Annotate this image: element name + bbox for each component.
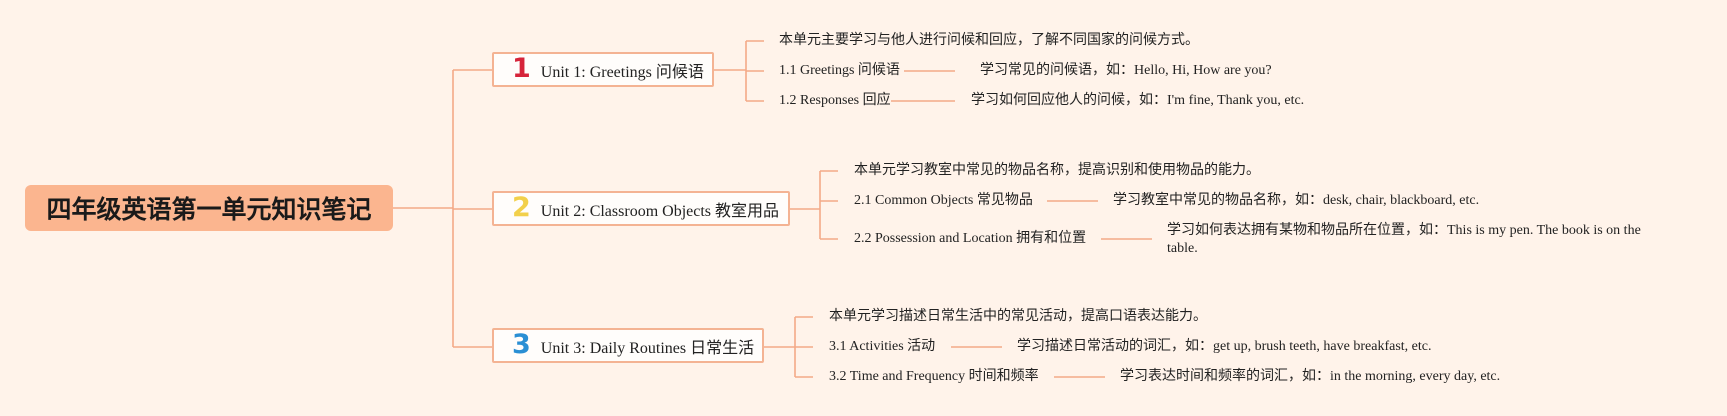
topic-3-2-label[interactable]: 3.2 Time and Frequency 时间和频率 — [829, 369, 1039, 384]
root-topic[interactable]: 四年级英语第一单元知识笔记 — [25, 185, 393, 231]
unit-1-summary[interactable]: 本单元主要学习与他人进行问候和回应，了解不同国家的问候方式。 — [779, 33, 1199, 48]
number-2-badge-icon: 2 — [512, 192, 531, 223]
unit-2-title: Unit 2: Classroom Objects 教室用品 — [540, 202, 780, 220]
topic-2-1-label[interactable]: 2.1 Common Objects 常见物品 — [854, 193, 1033, 208]
unit-2-summary[interactable]: 本单元学习教室中常见的物品名称，提高识别和使用物品的能力。 — [854, 163, 1260, 178]
unit-1-node[interactable]: 1 Unit 1: Greetings 问候语 — [492, 52, 714, 87]
number-1-badge-icon: 1 — [512, 53, 531, 84]
topic-3-1-label[interactable]: 3.1 Activities 活动 — [829, 339, 936, 354]
unit-3-node[interactable]: 3 Unit 3: Daily Routines 日常生活 — [492, 328, 764, 363]
unit-3-summary[interactable]: 本单元学习描述日常生活中的常见活动，提高口语表达能力。 — [829, 309, 1207, 324]
unit-3-title: Unit 3: Daily Routines 日常生活 — [540, 339, 755, 357]
topic-2-1-detail[interactable]: 学习教室中常见的物品名称，如：desk, chair, blackboard, … — [1113, 193, 1480, 208]
root-title: 四年级英语第一单元知识笔记 — [46, 195, 372, 224]
topic-1-2-label[interactable]: 1.2 Responses 回应 — [779, 93, 891, 108]
number-3-badge-icon: 3 — [512, 329, 531, 360]
topic-1-1-detail[interactable]: 学习常见的问候语，如：Hello, Hi, How are you? — [980, 63, 1272, 78]
topic-1-2-detail[interactable]: 学习如何回应他人的问候，如：I'm fine, Thank you, etc. — [971, 93, 1305, 108]
topic-3-2-detail[interactable]: 学习表达时间和频率的词汇，如：in the morning, every day… — [1120, 369, 1501, 384]
topic-3-1-detail[interactable]: 学习描述日常活动的词汇，如：get up, brush teeth, have … — [1017, 339, 1432, 354]
unit-1-title: Unit 1: Greetings 问候语 — [540, 63, 704, 81]
topic-2-2-label[interactable]: 2.2 Possession and Location 拥有和位置 — [854, 231, 1087, 246]
topic-1-1-label[interactable]: 1.1 Greetings 问候语 — [779, 63, 900, 78]
topic-2-2-detail[interactable]: 学习如何表达拥有某物和物品所在位置，如：This is my pen. The … — [1167, 223, 1641, 256]
unit-2-node[interactable]: 2 Unit 2: Classroom Objects 教室用品 — [492, 191, 790, 226]
